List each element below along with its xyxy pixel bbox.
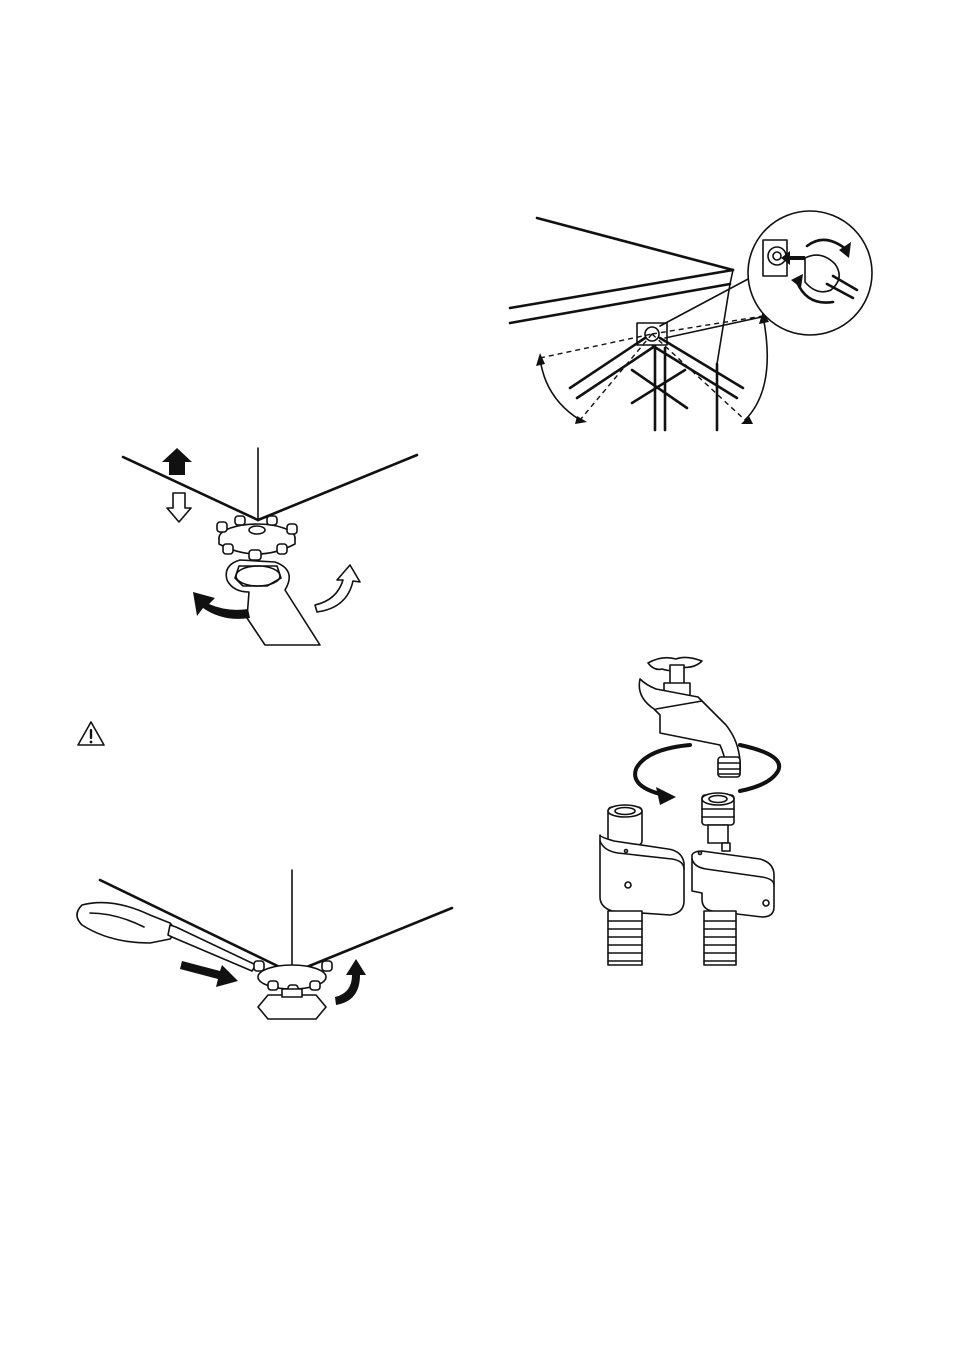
adjustable-foot-wheel xyxy=(254,961,332,1019)
wrench xyxy=(226,560,320,645)
push-arrow-icon xyxy=(180,961,238,987)
arrow-up-icon xyxy=(162,448,192,475)
tap-hose-connection-illustration xyxy=(590,645,790,965)
inlet-hose-angle-illustration xyxy=(505,198,875,430)
tap xyxy=(639,657,740,777)
rotate-right-arrow-icon xyxy=(315,565,360,612)
rotate-up-arrow-icon xyxy=(335,959,366,1005)
rotate-left-arrow-icon xyxy=(193,592,250,619)
foot-adjust-wrench-illustration xyxy=(115,440,425,645)
rotate-arrow-icon xyxy=(635,745,690,795)
arrow-down-icon xyxy=(167,493,191,522)
inlet-valve-detail-circle xyxy=(748,211,872,335)
warning-triangle-icon xyxy=(76,720,106,748)
foot-adjust-screwdriver-illustration xyxy=(70,865,460,1030)
hose-connector-right xyxy=(692,793,774,965)
adjustable-foot-wheel xyxy=(217,516,297,560)
hose-connector-left xyxy=(600,805,684,965)
